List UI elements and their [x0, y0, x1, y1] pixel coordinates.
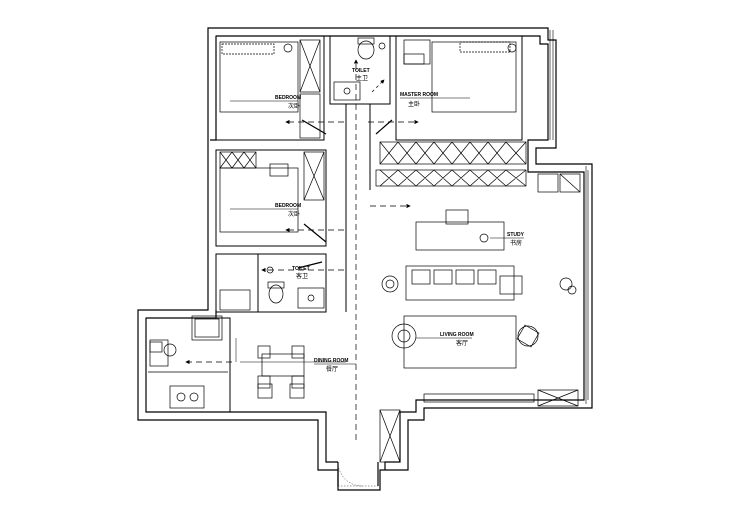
toilet-top-en: TOILET: [352, 68, 370, 74]
label-toilet-top: TOILET 主卫: [352, 68, 370, 82]
bedroom-mid-zh: 次卧: [288, 210, 300, 218]
toilet-mid-fixtures: [219, 266, 325, 311]
toilet-top-fixtures: [333, 37, 386, 101]
bed-mid: [219, 151, 325, 233]
label-living-room: LIVING ROOM 客厅: [416, 332, 474, 347]
master-room-en: MASTER ROOM: [400, 92, 438, 98]
bedroom-top-zh: 次卧: [288, 102, 300, 110]
study-desk: [415, 209, 505, 251]
living-room-zh: 客厅: [456, 339, 468, 347]
label-study: STUDY 书房: [490, 232, 525, 247]
bedroom-mid-en: BEDROOM: [275, 203, 301, 209]
doors: [297, 119, 393, 486]
entrance-cabinet: [379, 409, 401, 463]
dining-room-en: DINING ROOM: [314, 358, 348, 364]
label-dining-room: DINING ROOM 餐厅: [314, 358, 356, 373]
kitchen-fixtures: [148, 315, 228, 409]
bed-top-left: [219, 39, 321, 139]
wardrobe-strip: [375, 141, 527, 187]
study-en: STUDY: [507, 232, 525, 238]
living-room-furniture: [381, 265, 577, 369]
label-bedroom-mid: BEDROOM 次卧: [230, 203, 301, 218]
bedroom-top-en: BEDROOM: [275, 95, 301, 101]
living-room-en: LIVING ROOM: [440, 332, 474, 338]
study-zh: 书房: [510, 239, 522, 247]
label-master-room: MASTER ROOM 主卧: [400, 92, 470, 108]
dining-room-zh: 餐厅: [326, 365, 338, 373]
label-toilet-mid: TOILET 客卫: [292, 266, 310, 280]
bed-master: [403, 39, 517, 113]
tv-cabinet: [423, 389, 579, 407]
toilet-top-zh: 主卫: [356, 74, 368, 82]
door-swings: [337, 461, 378, 487]
circulation-arrows: [185, 59, 419, 440]
outer-walls: [137, 27, 593, 491]
window-top-right: [549, 30, 589, 404]
kitchen-corridor-guide: [235, 338, 346, 363]
master-room-zh: 主卧: [408, 100, 420, 108]
label-bedroom-top: BEDROOM 次卧: [230, 95, 301, 110]
inner-walls: [145, 35, 523, 413]
fridge-top-right: [537, 173, 581, 193]
toilet-mid-en: TOILET: [292, 266, 310, 272]
toilet-mid-zh: 客卫: [296, 272, 308, 280]
dining-table: [257, 345, 305, 399]
